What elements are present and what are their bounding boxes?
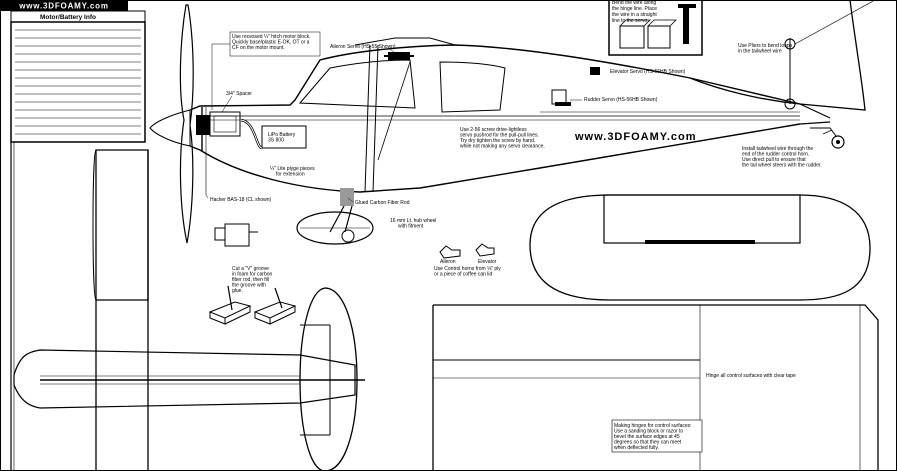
callout-hinge-note: Making hinges for control surfaces: Use … bbox=[614, 423, 693, 451]
spinner bbox=[149, 109, 191, 147]
motor-info-title: Motor/Battery Info bbox=[40, 14, 96, 21]
propeller bbox=[179, 4, 194, 244]
horn-label-b: Elevator bbox=[478, 259, 497, 265]
horizontal-stabilizer bbox=[299, 287, 358, 471]
svg-text:16 mm Lt. hub wheel with: 16 mm Lt. hub wheel with fitment bbox=[390, 218, 438, 230]
top-box-note: Bend the wire along the hinge line. Plac… bbox=[612, 0, 658, 24]
gear-mount bbox=[340, 188, 354, 206]
svg-text:Install tailwheel wire through: Install tailwheel wire through the end o… bbox=[742, 146, 822, 169]
rudder-servo bbox=[551, 89, 567, 105]
callout-esc: Hacker BAS-18 (CL shown) bbox=[210, 197, 272, 203]
callout-rudder-servo: Rudder Servo (HS-56HB Shown) bbox=[584, 97, 658, 103]
callout-ailerons-note: Hinge all control surfaces with clear ta… bbox=[706, 373, 796, 379]
groove-detail: Cut a "V" groove in foam for carbon fibe… bbox=[208, 266, 297, 325]
top-detail-box: Bend the wire along the hinge line. Plac… bbox=[608, 0, 703, 56]
rear-window bbox=[439, 61, 506, 113]
callout-aileron-servo: Aileron Servo (HS-55 Shown) bbox=[330, 44, 396, 50]
hinge-note-box bbox=[611, 419, 703, 453]
svg-text:¼" Lite plyge pieces for: ¼" Lite plyge pieces for extension bbox=[270, 166, 316, 178]
callout-elevator-servo: Elevator Servo (HS-56HB Shown) bbox=[610, 69, 686, 75]
watermark-url: www.3DFOAMY.com bbox=[574, 131, 697, 143]
logo-text: www.3DFOAMY.com bbox=[18, 2, 109, 11]
callout-lipo-battery: LiPo Battery 3S 800 bbox=[268, 132, 297, 144]
wheel-pant bbox=[296, 211, 374, 245]
callout-carbon-rod: Glued Carbon Fiber Rod bbox=[355, 200, 410, 206]
tail-wheel bbox=[831, 135, 845, 149]
vertical-stabilizer bbox=[689, 0, 876, 111]
motor-info-panel: Motor/Battery Info bbox=[10, 10, 146, 143]
groove-note: Cut a "V" groove in foam for carbon fibe… bbox=[232, 266, 274, 294]
svg-text:Making hinges for control surf: Making hinges for control surfaces: Use … bbox=[614, 423, 693, 451]
motor-block bbox=[196, 115, 210, 135]
motor-info-lines bbox=[15, 29, 141, 135]
svg-text:Use 2-56 screw drive-lightless: Use 2-56 screw drive-lightless servo pus… bbox=[460, 127, 545, 150]
callout-control-horn: Use Control horns from ⅛" ply or a piece… bbox=[434, 266, 502, 278]
svg-text:Use recessed ¼" hitch motor bl: Use recessed ¼" hitch motor block. Quick… bbox=[232, 34, 312, 51]
svg-text:Use Control horns from ⅛" ply: Use Control horns from ⅛" ply or a piece… bbox=[434, 266, 502, 278]
logo-box: www.3DFOAMY.com bbox=[1, 0, 128, 11]
esc bbox=[214, 223, 258, 247]
elevator-servo bbox=[590, 67, 600, 75]
callout-lipo-extension: ¼" Lite plyge pieces for extension bbox=[270, 166, 316, 178]
callout-prop-spacer: 3/4" Spacer bbox=[226, 91, 252, 97]
svg-text:LiPo Battery 3S 800: LiPo Battery 3S 800 bbox=[268, 132, 297, 144]
fuselage-side-view bbox=[149, 4, 845, 245]
svg-text:Use Pliers to bend loops: Use Pliers to bend loops in the tailwhee… bbox=[738, 43, 794, 55]
callout-tail-control: Install tailwheel wire through the end o… bbox=[742, 146, 822, 169]
callout-hatch-motor: Use recessed ¼" hitch motor block. Quick… bbox=[211, 31, 321, 110]
horn-label-a: Aileron bbox=[440, 259, 456, 265]
cockpit-window bbox=[298, 59, 416, 109]
callout-wheel: 16 mm Lt. hub wheel with fitment bbox=[390, 218, 438, 230]
callout-tail-note: Use Pliers to bend loops in the tailwhee… bbox=[738, 43, 794, 55]
battery bbox=[261, 125, 307, 149]
wing-panel bbox=[432, 304, 879, 471]
fuselage-top-view bbox=[13, 349, 356, 409]
control-horns: Aileron Elevator bbox=[439, 243, 497, 265]
aileron-panel bbox=[529, 194, 871, 301]
wing-top-view bbox=[13, 149, 365, 471]
callout-cable-note: Use 2-56 screw drive-lightless servo pus… bbox=[460, 127, 545, 150]
landing-gear bbox=[329, 205, 353, 233]
